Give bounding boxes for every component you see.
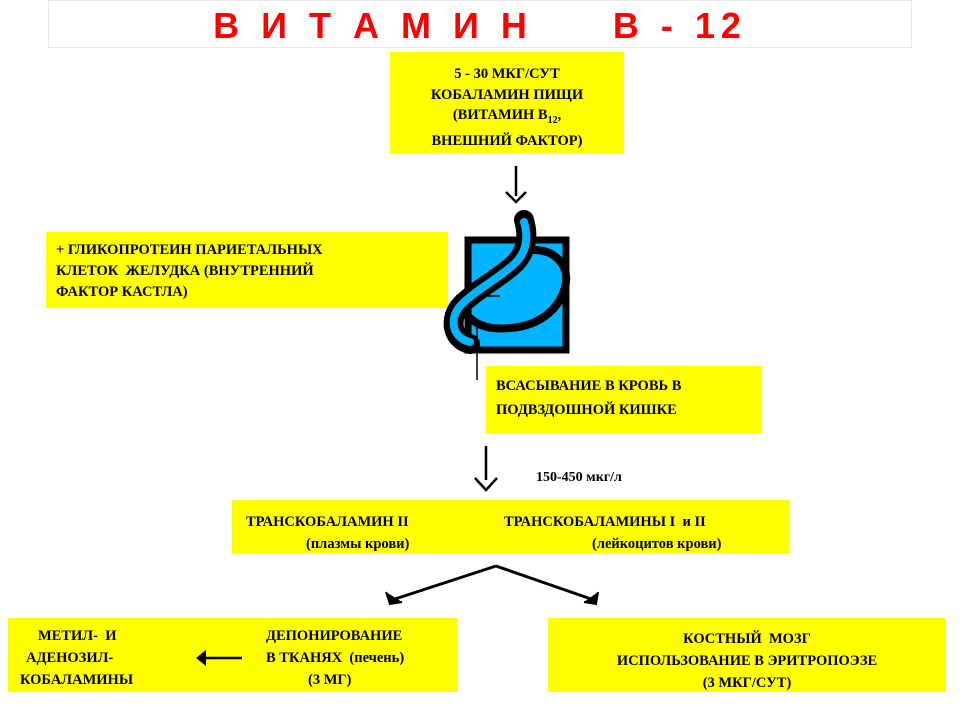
arrow-down-2: [474, 446, 498, 492]
title-frame: [48, 0, 912, 48]
arrow-left: [196, 650, 242, 666]
tc2-label: ТРАНСКОБАЛАМИН II: [246, 514, 409, 530]
intrinsic-line-1: + ГЛИКОПРОТЕИН ПАРИЕТАЛЬНЫХ: [56, 242, 323, 258]
adenosyl-label: АДЕНОЗИЛ-: [26, 650, 114, 666]
absorption-line-1: ВСАСЫВАНИЕ В КРОВЬ В: [496, 378, 682, 394]
vitamin-b12-label: (ВИТАМИН В12,: [452, 107, 562, 126]
marrow-label: КОСТНЫЙ МОЗГ: [683, 631, 811, 647]
intrinsic-line-3: ФАКТОР КАСТЛА): [56, 284, 188, 300]
erythropoiesis-label: ИСПОЛЬЗОВАНИЕ В ЭРИТРОПОЭЗЕ: [616, 653, 878, 669]
stomach-icon: [443, 210, 571, 380]
box-storage: МЕТИЛ- И АДЕНОЗИЛ- КОБАЛАМИНЫ ДЕПОНИРОВА…: [8, 618, 458, 692]
dietary-label: КОБАЛАМИН ПИЩИ: [430, 86, 584, 103]
tc2-source: (плазмы крови): [306, 536, 410, 552]
absorption-line-2: ПОДВЗДОШНОЙ КИШКЕ: [496, 402, 677, 418]
box-intrinsic-factor: + ГЛИКОПРОТЕИН ПАРИЕТАЛЬНЫХ КЛЕТОК ЖЕЛУД…: [46, 232, 448, 308]
branch-arrows: [385, 564, 599, 606]
deposition-label: ДЕПОНИРОВАНИЕ: [266, 628, 403, 644]
blood-concentration-label: 150-450 мкг/л: [536, 470, 622, 485]
methyl-label: МЕТИЛ- И: [38, 628, 117, 644]
dietary-dose: 5 - 30 МКГ/СУТ: [454, 66, 560, 82]
box-transcobalamins: ТРАНСКОБАЛАМИН II (плазмы крови) ТРАНСКО…: [232, 500, 790, 554]
arrow-down-1: [505, 166, 527, 204]
marrow-amount: (3 МКГ/СУТ): [702, 675, 792, 691]
box-bone-marrow: КОСТНЫЙ МОЗГ ИСПОЛЬЗОВАНИЕ В ЭРИТРОПОЭЗЕ…: [548, 618, 946, 692]
box-absorption: ВСАСЫВАНИЕ В КРОВЬ В ПОДВЗДОШНОЙ КИШКЕ: [486, 366, 762, 434]
page-title: В И Т А М И Н В - 12: [213, 5, 747, 46]
tissues-label: В ТКАНЯХ (печень): [266, 650, 405, 666]
box-dietary-cobalamin: 5 - 30 МКГ/СУТ КОБАЛАМИН ПИЩИ (ВИТАМИН В…: [390, 52, 624, 154]
storage-amount: (3 МГ): [308, 672, 352, 688]
tc1-2-label: ТРАНСКОБАЛАМИНЫ I и II: [504, 514, 706, 530]
extrinsic-factor-label: ВНЕШНИЙ ФАКТОР): [431, 133, 583, 150]
cobalamins-label: КОБАЛАМИНЫ: [20, 672, 134, 688]
tc1-2-source: (лейкоцитов крови): [592, 536, 722, 552]
intrinsic-line-2: КЛЕТОК ЖЕЛУДКА (ВНУТРЕННИЙ: [56, 263, 314, 279]
